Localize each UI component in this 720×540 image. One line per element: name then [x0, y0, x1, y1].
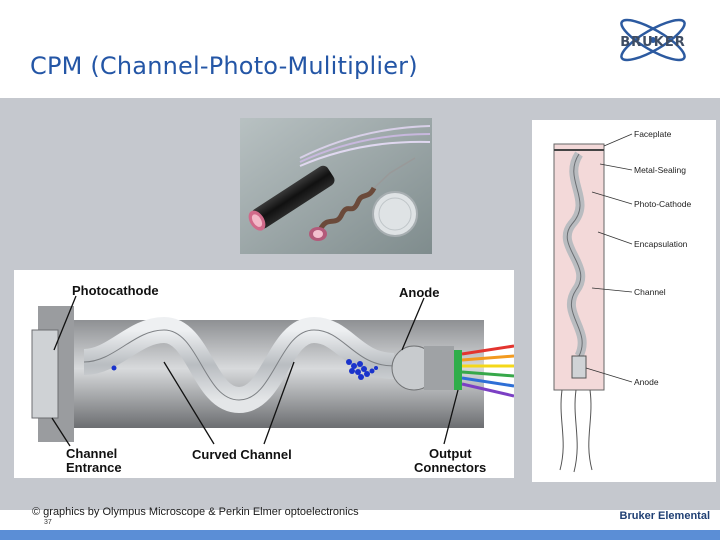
- label-channel-entrance-line1: Channel: [66, 446, 117, 461]
- footer-bar: [0, 530, 720, 540]
- label-anode: Anode: [399, 285, 439, 300]
- cpm-cutaway-diagram: Photocathode Anode Channel Entrance Curv…: [14, 270, 514, 478]
- schematic-label-photo-cathode: Photo-Cathode: [634, 199, 691, 209]
- brand-footer: Bruker Elemental: [620, 510, 710, 522]
- image-credit-caption: © graphics by Olympus Microscope & Perki…: [32, 506, 359, 518]
- label-output-line1: Output: [429, 446, 472, 461]
- schematic-label-channel: Channel: [634, 287, 666, 297]
- bruker-logo: BRUKER: [598, 14, 708, 72]
- cpm-schematic: Faceplate Metal-Sealing Photo-Cathode En…: [532, 120, 716, 482]
- schematic-label-encapsulation: Encapsulation: [634, 239, 688, 249]
- schematic-label-faceplate: Faceplate: [634, 129, 672, 139]
- label-curved-channel: Curved Channel: [192, 447, 292, 462]
- slide-title: CPM (Channel-Photo-Mulitiplier): [30, 52, 418, 80]
- label-output-line2: Connectors: [414, 460, 486, 475]
- label-photocathode: Photocathode: [72, 283, 159, 298]
- slide-number: 37: [44, 519, 52, 526]
- logo-text: BRUKER: [598, 35, 708, 50]
- schematic-label-anode: Anode: [634, 377, 659, 387]
- label-channel-entrance-line2: Entrance: [66, 460, 122, 475]
- cpm-photo: [240, 118, 432, 254]
- schematic-label-metal-sealing: Metal-Sealing: [634, 165, 686, 175]
